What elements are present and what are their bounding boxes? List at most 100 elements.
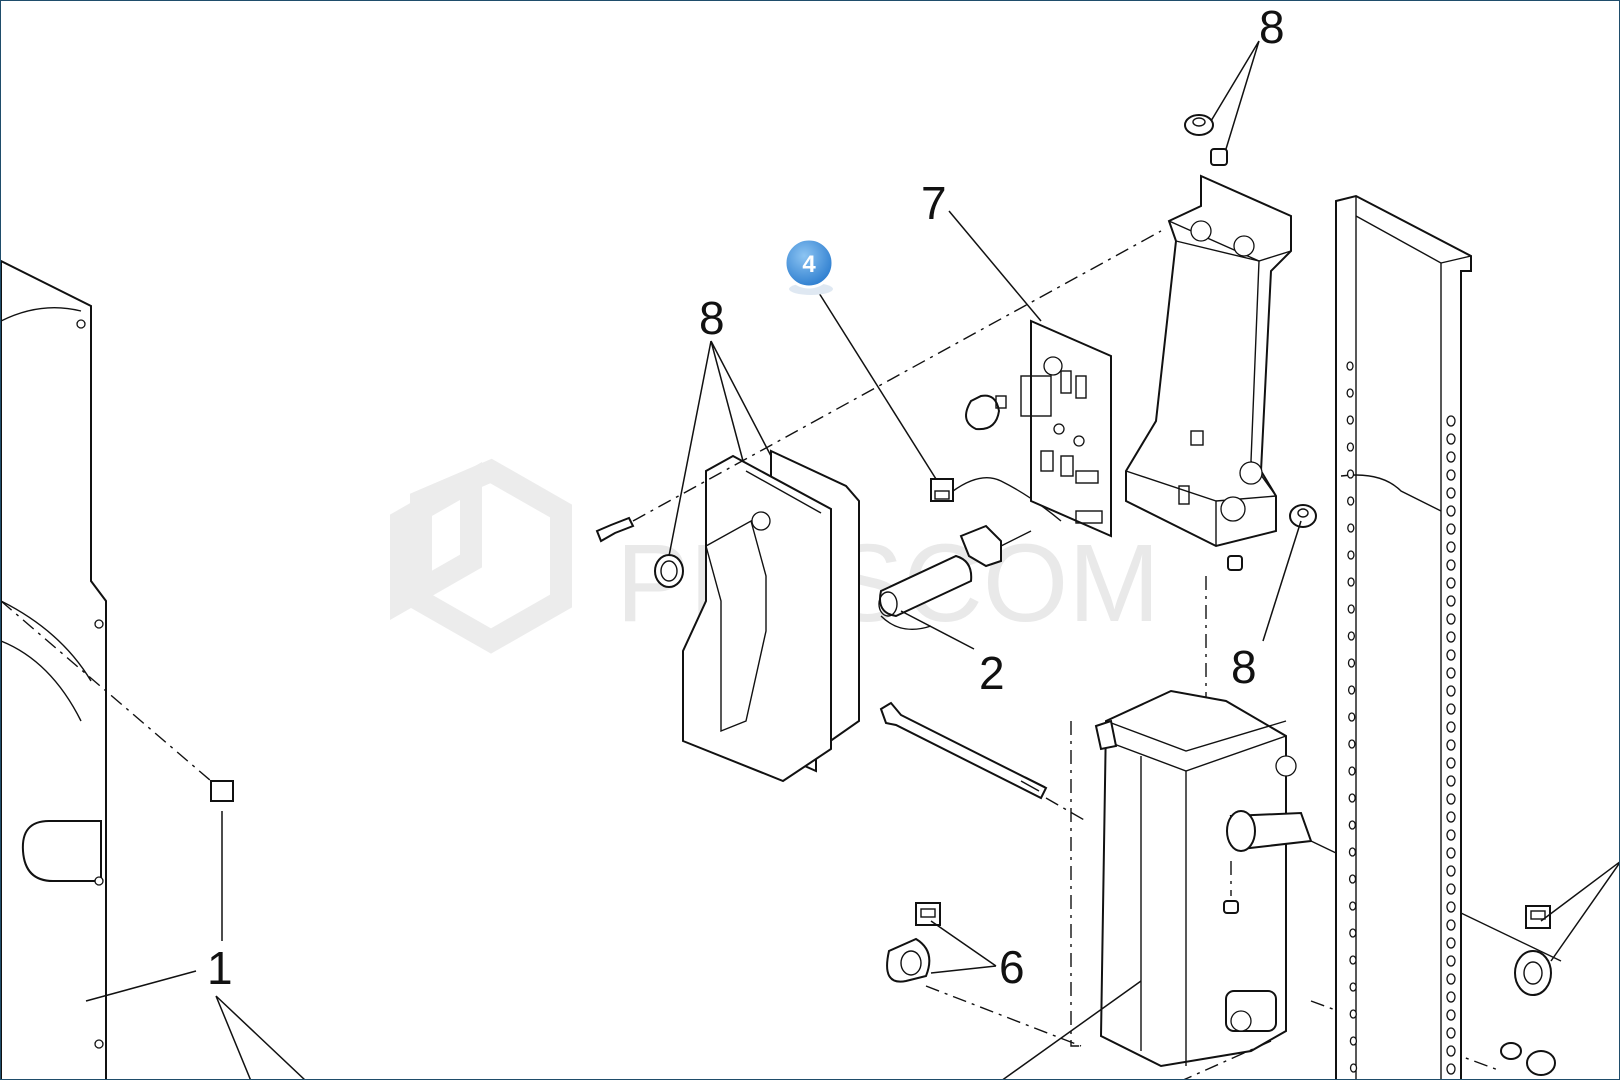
rail-hole	[1446, 775, 1456, 787]
washer-right	[1500, 1042, 1556, 1076]
nut-bracket	[1227, 555, 1243, 571]
rail-hole	[1446, 901, 1456, 913]
rail-hole	[1346, 361, 1354, 371]
rail-hole	[1446, 991, 1456, 1003]
rail-hole	[1348, 793, 1356, 803]
rail-hole	[1446, 955, 1456, 967]
rail-hole	[1446, 1027, 1456, 1039]
rail-hole	[1446, 883, 1456, 895]
rail-hole	[1349, 1036, 1358, 1046]
rail-hole	[1446, 451, 1456, 463]
rail-hole	[1446, 1045, 1456, 1057]
rail-hole	[1348, 874, 1357, 884]
hotspot-label: 4	[802, 251, 816, 278]
limit-switch-right	[1525, 905, 1551, 929]
rail-hole	[1347, 496, 1355, 506]
rail-hole	[1349, 1063, 1358, 1073]
grommet-left	[654, 554, 684, 588]
mounting-bracket	[1125, 174, 1292, 548]
rail-hole	[1446, 757, 1456, 769]
rail-hole	[1446, 721, 1456, 733]
rail-hole	[1346, 442, 1355, 452]
rail-hole	[1349, 901, 1357, 911]
rail-hole	[1446, 793, 1456, 805]
rail-hole	[1446, 847, 1456, 859]
callout-8-top: 8	[1259, 1, 1285, 53]
hotspot-circle[interactable]	[783, 237, 835, 289]
callout-8-right: 8	[1231, 641, 1257, 693]
rail-hole	[1446, 937, 1456, 949]
rail-hole	[1446, 487, 1456, 499]
rail-hole	[1446, 1063, 1456, 1075]
rail-hole	[1346, 415, 1354, 425]
rail-hole	[1347, 577, 1355, 587]
rail-hole	[1446, 829, 1456, 841]
callout-7: 7	[921, 177, 947, 229]
rail-hole	[1446, 631, 1456, 643]
vertical-rail	[1335, 194, 1472, 1079]
rail-hole	[1346, 388, 1354, 398]
rail-hole	[1446, 649, 1456, 661]
rail-hole	[1348, 847, 1357, 857]
cam-ring	[886, 937, 931, 983]
nut-top	[1210, 148, 1228, 166]
rail-hole	[1346, 469, 1355, 479]
capacitor	[878, 554, 973, 630]
square-clip	[210, 780, 234, 802]
limit-switch	[915, 902, 941, 926]
rail-hole	[1446, 613, 1456, 625]
rail-hole	[1446, 865, 1456, 877]
callout-6: 6	[999, 941, 1025, 993]
callout-8-left: 8	[699, 292, 725, 344]
rail-hole	[1446, 415, 1456, 427]
rail-hole	[1446, 919, 1456, 931]
rail-hole	[1446, 811, 1456, 823]
rail-hole	[1446, 559, 1456, 571]
watermark-hexagon-icon	[410, 458, 572, 654]
rail-hole	[1446, 667, 1456, 679]
hotspot-badge-4[interactable]: 4	[783, 237, 835, 295]
rail-hole	[1347, 631, 1355, 641]
callout-2: 2	[979, 647, 1005, 699]
screw	[595, 516, 635, 543]
rail-hole	[1349, 955, 1357, 965]
rail-hole	[1446, 685, 1456, 697]
rail-hole	[1347, 523, 1355, 533]
capacitor-clamp	[959, 524, 1032, 568]
cover-plate	[682, 449, 860, 783]
rail-hole	[1446, 1009, 1456, 1021]
rail-hole	[1349, 928, 1357, 938]
rail-hole	[1446, 703, 1456, 715]
rail-hole	[1446, 469, 1456, 481]
rail-hole	[1349, 982, 1357, 992]
rail-hole	[1348, 766, 1356, 776]
long-bolt	[879, 701, 1048, 800]
motor-housing	[1, 259, 107, 1079]
rail-hole	[1446, 595, 1456, 607]
rail-hole	[1347, 685, 1356, 695]
rail-hole	[1446, 505, 1456, 517]
rail-hole	[1348, 739, 1356, 749]
grommet-top	[1184, 114, 1214, 136]
cam-ring-right	[1514, 950, 1552, 996]
rail-hole	[1348, 712, 1356, 722]
rail-hole	[1347, 604, 1355, 614]
grommet-right	[1289, 504, 1317, 528]
rail-hole	[1347, 658, 1356, 668]
rail-hole	[1348, 820, 1356, 830]
gearbox	[1094, 689, 1562, 1068]
nut-gearbox	[1223, 900, 1239, 914]
rail-hole	[1349, 1009, 1357, 1019]
rail-hole	[1446, 541, 1456, 553]
rail-hole	[1446, 973, 1456, 985]
rail-hole	[1446, 577, 1456, 589]
circuit-board	[965, 319, 1112, 538]
rail-hole	[1446, 433, 1456, 445]
rail-hole	[1446, 523, 1456, 535]
leader-lines	[85, 40, 1619, 1079]
rail-hole	[1347, 550, 1355, 560]
callout-1: 1	[207, 942, 233, 994]
rail-hole	[1446, 739, 1456, 751]
